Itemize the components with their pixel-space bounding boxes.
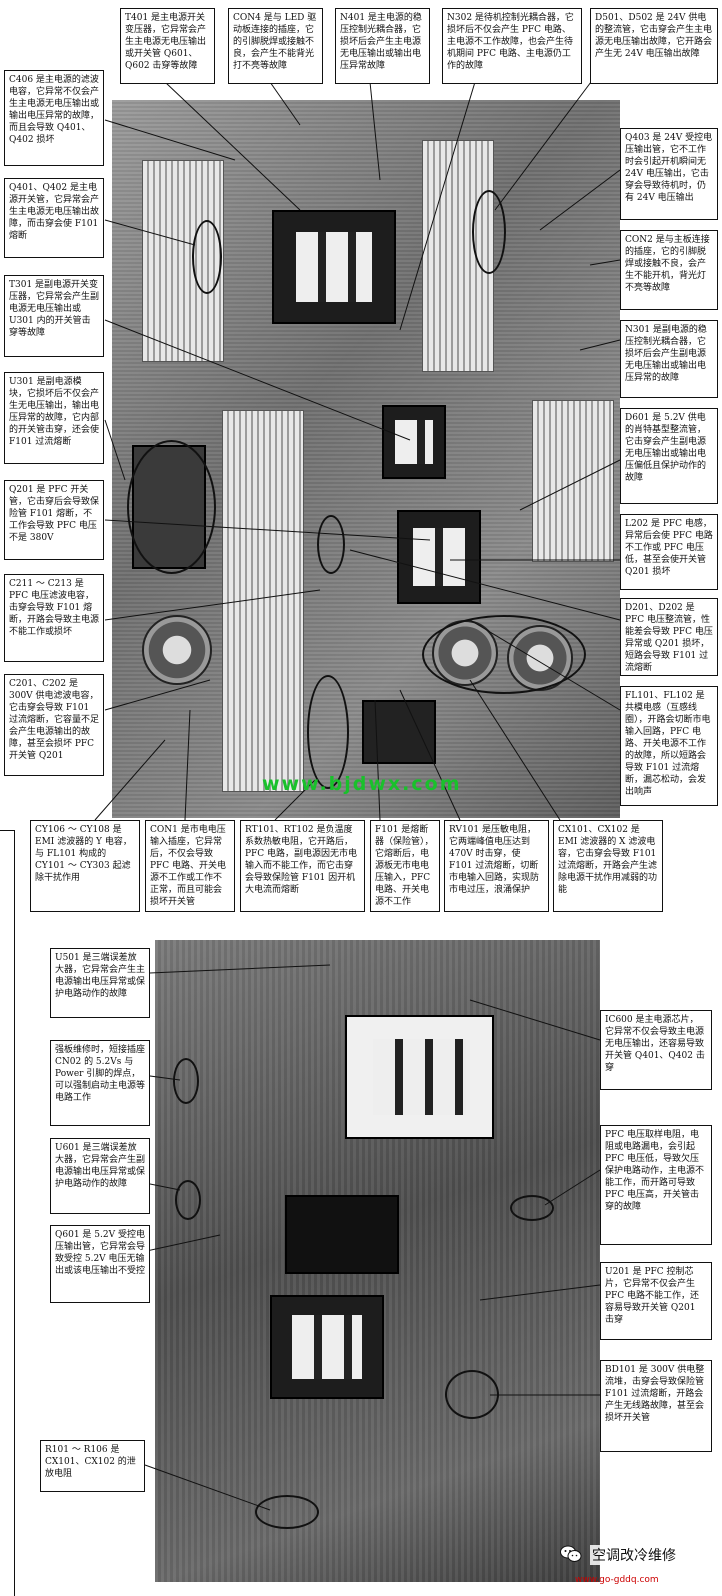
footer-url: www.go-gddq.com xyxy=(575,1575,659,1585)
marker-q401 xyxy=(192,220,222,294)
callout-q401: Q401、Q402 是主电源开关管，它异常会产生主电源无电压输出故障，而击穿会使… xyxy=(4,178,104,258)
transformer-t301 xyxy=(382,405,446,479)
account-name: 空调改冷维修 xyxy=(590,1545,678,1565)
wechat-icon xyxy=(560,1545,582,1562)
callout-c406: C406 是主电源的滤波电容，它异常不仅会产生主电源无电压输出或输出电压异常的故… xyxy=(4,70,104,166)
callout-rt101: RT101、RT102 是负温度系数热敏电阻，它开路后，PFC 电路，副电源因无… xyxy=(240,820,365,912)
bridge-rectifier xyxy=(362,700,436,764)
callout-u201: U201 是 PFC 控制芯片，它异常不仅会产生 PFC 电路不能工作，还容易导… xyxy=(600,1262,712,1340)
marker-c201 xyxy=(422,615,586,694)
callout-standby: 强板维修时，短接插座 CN02 的 5.2Vs 与 Power 引脚的焊点，可以… xyxy=(50,1040,150,1126)
heatsink-left-lower xyxy=(222,410,304,792)
pads-ic600 xyxy=(285,1195,399,1274)
callout-t401: T401 是主电源开关变压器，它异常会产生主电源无电压输出或开关管 Q601、Q… xyxy=(120,8,215,84)
callout-q201: Q201 是 PFC 开关管，它击穿后会导致保险管 F101 熔断，不工作会导致… xyxy=(4,480,104,560)
board-photo-top xyxy=(112,100,620,818)
callout-f101: F101 是熔断器（保险管），它熔断后，电源板无市电电压输入，PFC 电路、开关… xyxy=(370,820,440,912)
callout-c201: C201、C202 是 300V 供电滤波电容，它击穿会导致 F101 过流熔断… xyxy=(4,674,104,776)
marker-d501 xyxy=(472,190,506,274)
callout-r101: R101 ～ R106 是 CX101、CX102 的泄放电阻 xyxy=(40,1440,145,1492)
marker-u301 xyxy=(127,440,216,574)
marker-cn02 xyxy=(173,1058,199,1104)
board-photo-bottom xyxy=(155,940,600,1582)
callout-rv101: RV101 是压敏电阻，它两端峰值电压达到 470V 时击穿，使 F101 过流… xyxy=(444,820,549,912)
marker-d201 xyxy=(317,515,345,574)
callout-n401: N401 是主电源的稳压控制光耦合器，它损坏后会产生主电源无电压输出或输出电压异… xyxy=(335,8,430,84)
callout-ic600: IC600 是主电源芯片，它异常不仅会导致主电源无电压输出，还容易导致开关管 Q… xyxy=(600,1010,712,1090)
callout-d201: D201、D202 是 PFC 电压整流管，性能差会导致 PFC 电压异常或 Q… xyxy=(620,598,718,676)
site-watermark: www.bjdwx.com xyxy=(262,773,462,795)
page-edge-bracket xyxy=(0,830,15,1596)
callout-n301: N301 是副电源的稳压控制光耦合器，它损坏后会产生副电源无电压输出或输出电压异… xyxy=(620,320,718,398)
callout-u601: U601 是三端误差放大器，它异常会产生副电源输出电压异常或保护电路动作的故障 xyxy=(50,1138,150,1214)
callout-con4: CON4 是与 LED 驱动板连接的插座，它的引脚脱焊或接触不良，会产生不能背光… xyxy=(228,8,323,84)
callout-pfcr: PFC 电压取样电阻，电阻或电路漏电，会引起 PFC 电压低，导致欠压保护电路动… xyxy=(600,1125,712,1245)
callout-q403: Q403 是 24V 受控电压输出管，它不工作时会引起开机瞬间无 24V 电压输… xyxy=(620,128,718,220)
toroid-fl101 xyxy=(142,615,212,685)
marker-rt101 xyxy=(307,675,349,789)
marker-u601 xyxy=(175,1180,201,1220)
callout-u301: U301 是副电源模块，它损坏后不仅会产生无电压输出，输出电压异常的故障，它内部… xyxy=(4,372,104,464)
callout-c211: C211 ～ C213 是 PFC 电压滤波电容，击穿会导致 F101 熔断，开… xyxy=(4,574,104,662)
transformer-t401 xyxy=(272,210,396,324)
callout-d601: D601 是 5.2V 供电的肖特基型整流管，它击穿会产生副电源无电压输出或输出… xyxy=(620,408,718,504)
callout-d501: D501、D502 是 24V 供电的整流管，它击穿会产生主电源无电压输出故障，… xyxy=(590,8,718,84)
marker-pfcr xyxy=(510,1195,554,1221)
callout-con1: CON1 是市电电压输入插座，它异常后，不仅会导致 PFC 电路、开关电源不工作… xyxy=(145,820,235,912)
marker-r101 xyxy=(255,1495,319,1529)
callout-bd101: BD101 是 300V 供电整流堆，击穿会导致保险管 F101 过流熔断，开路… xyxy=(600,1360,712,1452)
callout-con2: CON2 是与主板连接的插座，它的引脚脱焊或接触不良，会产生不能开机，背光灯不亮… xyxy=(620,230,718,310)
callout-l202: L202 是 PFC 电感，异常后会使 PFC 电路不工作或 PFC 电压低，甚… xyxy=(620,514,718,590)
heatsink-right-lower xyxy=(532,400,614,562)
callout-n302: N302 是待机控制光耦合器，它损坏后不仅会产生 PFC 电路、主电源不工作故障… xyxy=(442,8,582,84)
callout-fl101: FL101、FL102 是共模电感（互感线圈），开路会切断市电输入回路，PFC … xyxy=(620,686,718,806)
callout-u501: U501 是三端误差放大器，它异常会产生主电源输出电压异常或保护电路动作的故障 xyxy=(50,948,150,1018)
callout-q601: Q601 是 5.2V 受控电压输出管，它异常会导致受控 5.2V 电压无输出或… xyxy=(50,1225,150,1303)
callout-cx101: CX101、CX102 是 EMI 滤波器的 X 滤波电容，它击穿会导致 F10… xyxy=(553,820,663,912)
transformer-back-lower xyxy=(270,1295,384,1399)
callout-t301: T301 是副电源开关变压器，它异常会产生副电源无电压输出或 U301 内的开关… xyxy=(4,275,104,357)
inductor-l202 xyxy=(397,510,481,604)
callout-cy106: CY106 ～ CY108 是 EMI 滤波器的 Y 电容，与 FL101 构成… xyxy=(30,820,140,912)
transformer-back-main xyxy=(345,1015,494,1139)
